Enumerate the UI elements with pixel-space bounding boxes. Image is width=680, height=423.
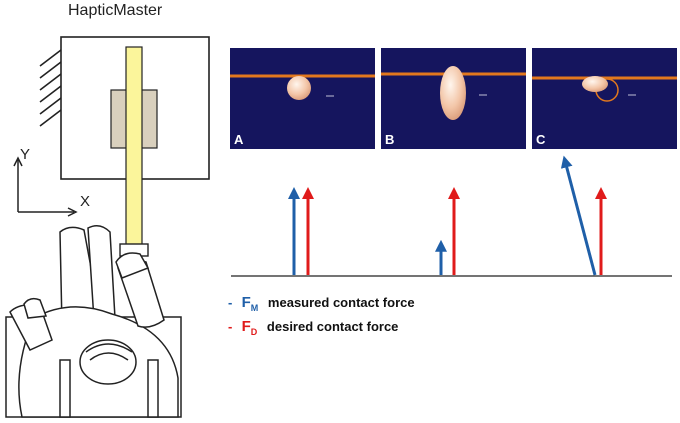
person-illustration [5, 225, 182, 418]
legend-text: measured contact force [267, 295, 415, 310]
cursor-ball [287, 76, 311, 100]
panel-label-b: B [385, 132, 395, 147]
panel-label-c: C [536, 132, 546, 147]
legend-symbol: F [241, 294, 251, 311]
device-title: HapticMaster [68, 2, 163, 19]
legend-subscript: M [250, 303, 259, 313]
cursor-ball [440, 66, 466, 120]
measured-force-arrow-c [560, 155, 597, 276]
wall-hatching [39, 49, 62, 127]
cursor-ball [582, 76, 608, 92]
legend-symbol: F [241, 318, 251, 335]
legend-item-desired: - FD desired contact force [228, 316, 415, 340]
haptic-master-illustration [5, 36, 210, 418]
panel-c: C [532, 48, 677, 149]
panel-a: A [230, 48, 375, 149]
legend: - FM measured contact force - FD desired… [228, 292, 415, 340]
legend-text: desired contact force [266, 319, 399, 334]
legend-subscript: D [250, 327, 258, 337]
y-axis-label: Y [20, 146, 31, 163]
panel-b: B [381, 48, 526, 149]
coordinate-axes [13, 156, 78, 217]
legend-dash: - [228, 319, 233, 334]
legend-item-measured: - FM measured contact force [228, 292, 415, 316]
x-axis-label: X [80, 193, 91, 210]
panel-label-a: A [234, 132, 244, 147]
legend-dash: - [228, 295, 233, 310]
